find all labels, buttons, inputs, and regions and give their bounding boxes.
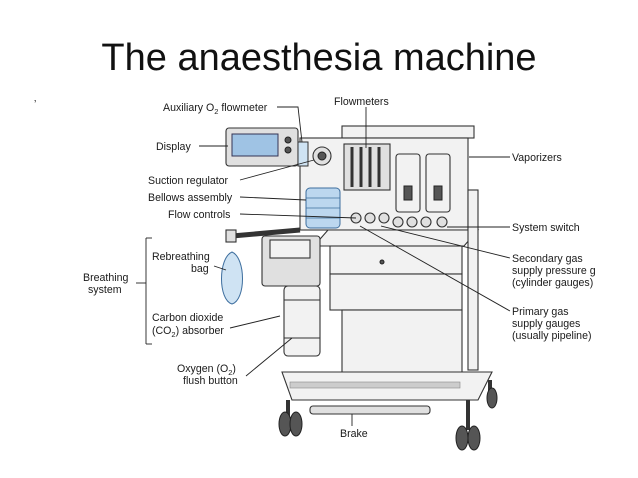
lower-cabinet — [341, 309, 463, 381]
slide-title: The anaesthesia machine — [101, 37, 537, 79]
label-flowmeters: Flowmeters — [334, 96, 389, 108]
leader-lines — [136, 106, 511, 426]
side-post — [467, 189, 479, 371]
label-oxygen-2: flush button — [183, 375, 238, 387]
brake-bar — [309, 405, 431, 415]
vaporizer-right — [425, 153, 451, 213]
stray-mark: ʼ — [34, 99, 36, 111]
label-flow-controls: Flow controls — [168, 209, 230, 221]
label-primary-2: supply gauges — [512, 318, 580, 330]
display-screen — [231, 133, 279, 157]
wheel-front-left — [278, 411, 292, 437]
label-secondary-3: (cylinder gauges) — [512, 277, 593, 289]
diagram-labels: Auxiliary O2 flowmeter Flowmeters Displa… — [83, 96, 596, 440]
label-secondary-2: supply pressure g — [512, 265, 596, 277]
aux-flowmeter-tube — [297, 141, 309, 167]
label-rebreathing-1: Rebreathing — [152, 251, 210, 263]
wheel-front-right — [455, 425, 469, 451]
label-vaporizers: Vaporizers — [512, 152, 562, 164]
label-secondary-1: Secondary gas — [512, 253, 583, 265]
drawer-1 — [329, 245, 463, 275]
label-co2-2: (CO2) absorber — [152, 325, 224, 339]
vaporizer-left — [395, 153, 421, 213]
wheel-rear — [486, 387, 498, 409]
absorber-canister — [283, 285, 321, 357]
breathing-arm — [231, 227, 301, 239]
drawer-2 — [329, 273, 463, 311]
label-breathing-2: system — [88, 284, 122, 296]
label-primary-3: (usually pipeline) — [512, 330, 592, 342]
label-oxygen-1: Oxygen (O2) — [177, 363, 236, 377]
rebreathing-bag-shape — [221, 251, 243, 305]
label-bellows-assembly: Bellows assembly — [148, 192, 233, 204]
machine-illustration — [221, 125, 498, 451]
label-suction-regulator: Suction regulator — [148, 175, 229, 187]
label-primary-1: Primary gas — [512, 306, 569, 318]
label-system-switch: System switch — [512, 222, 580, 234]
label-rebreathing-2: bag — [191, 263, 209, 275]
label-aux-o2-flowmeter: Auxiliary O2 flowmeter — [163, 102, 268, 116]
label-display: Display — [156, 141, 191, 153]
label-breathing-1: Breathing — [83, 272, 128, 284]
label-co2-1: Carbon dioxide — [152, 312, 223, 324]
label-brake: Brake — [340, 428, 368, 440]
top-shelf — [341, 125, 475, 139]
